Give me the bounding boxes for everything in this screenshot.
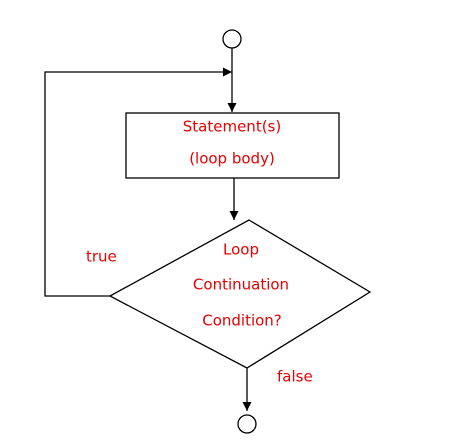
edge-label-false: false [277,368,313,386]
process-label-line-1: Statement(s) [183,118,281,136]
decision-label-line-1: Loop [223,241,259,259]
decision-label-line-3: Condition? [202,312,282,330]
end-node [237,414,257,434]
edge-loop-back-true [44,67,232,297]
start-node [222,29,242,49]
process-node [125,112,340,179]
decision-label-line-2: Continuation [193,276,289,294]
edge-label-true: true [86,248,117,266]
process-label-line-2: (loop body) [189,150,275,168]
